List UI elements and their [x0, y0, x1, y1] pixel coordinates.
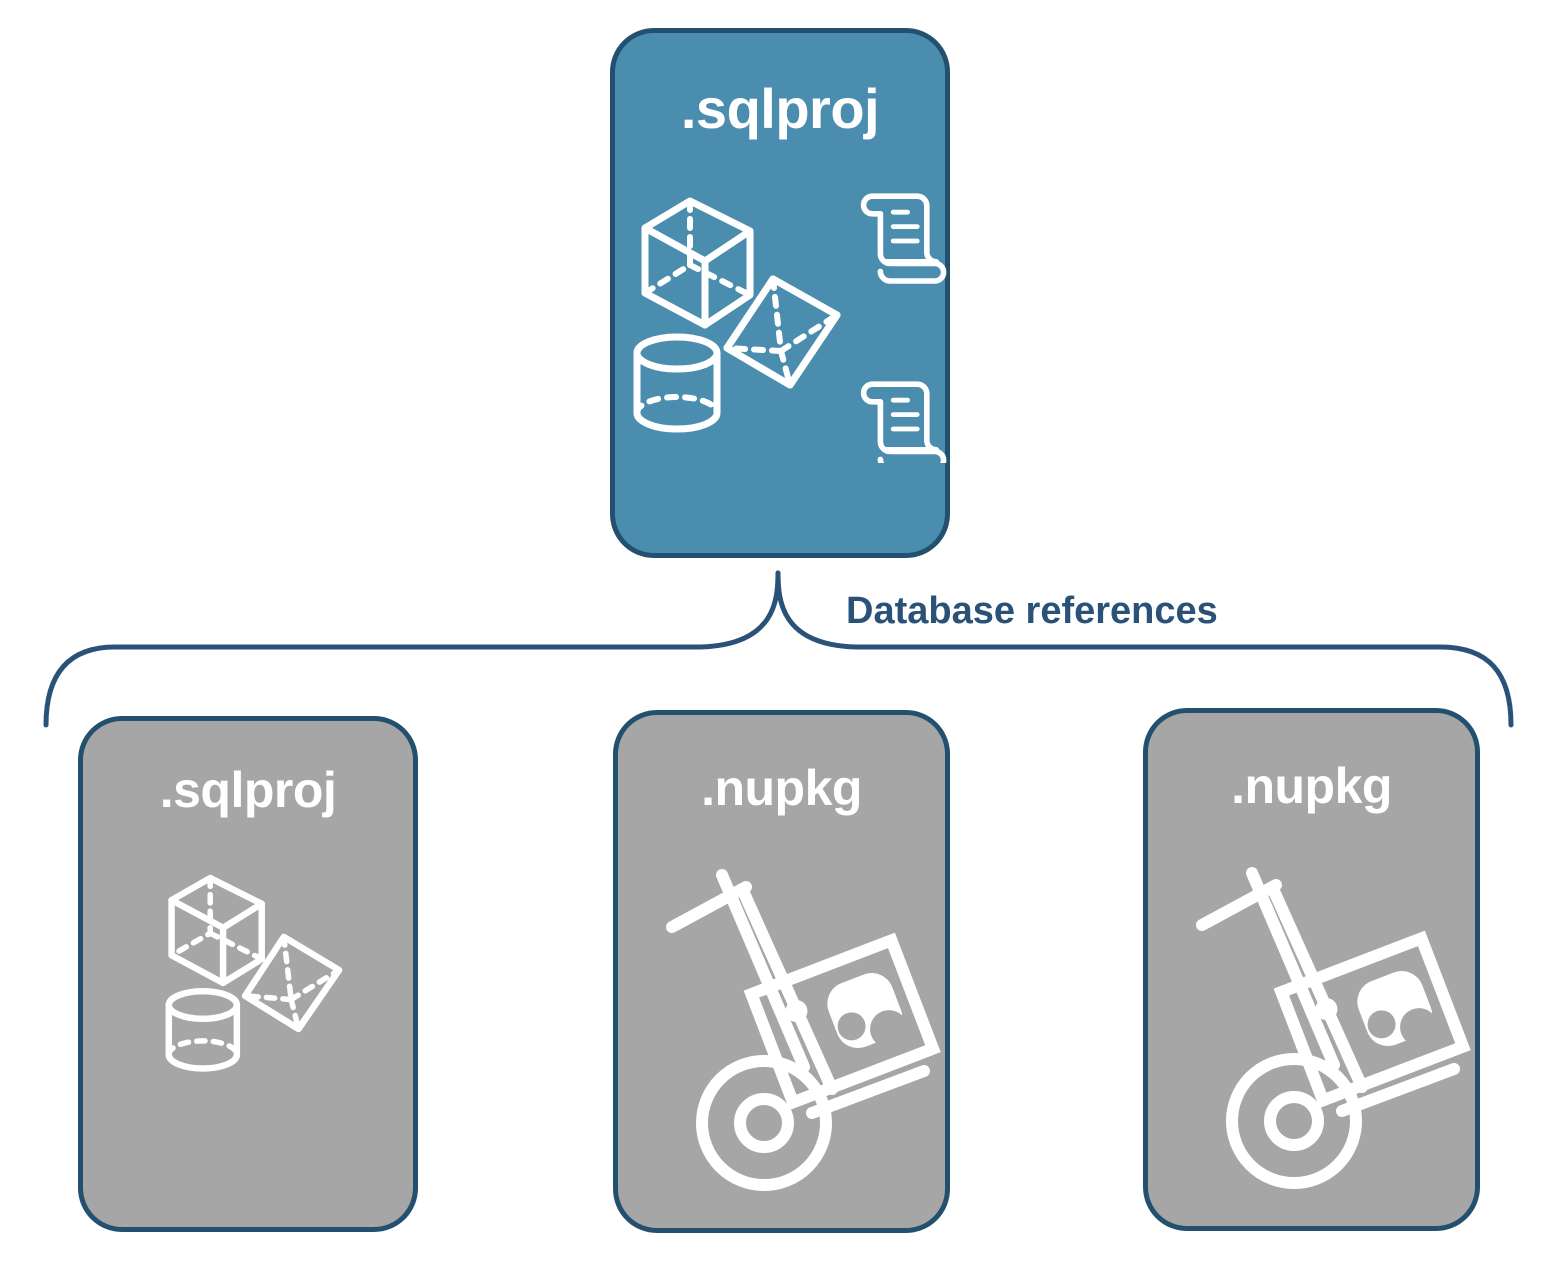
child-node-artwork: [1148, 853, 1475, 1193]
cube-wireframe-icon: [168, 874, 265, 987]
hand-truck-package-icon: [1196, 867, 1471, 1189]
child-node-nupkg-1[interactable]: .nupkg: [613, 710, 950, 1233]
child-node-label: .sqlproj: [159, 762, 337, 818]
child-node-sqlproj[interactable]: .sqlproj: [78, 716, 418, 1232]
cylinder-wireframe-icon: [165, 987, 241, 1072]
script-scroll-icon: [860, 193, 947, 284]
hand-truck-package-icon: [666, 869, 941, 1191]
child-node-label: .nupkg: [1231, 758, 1392, 814]
parent-node-label: .sqlproj: [680, 77, 880, 140]
script-scroll-icon: [860, 381, 947, 472]
child-node-nupkg-2[interactable]: .nupkg: [1143, 708, 1480, 1231]
parent-node-sqlproj[interactable]: .sqlproj: [610, 28, 950, 558]
child-node-artwork: [618, 855, 945, 1195]
pyramid-wireframe-icon: [241, 933, 343, 1033]
pyramid-wireframe-icon: [723, 275, 841, 389]
child-node-label: .nupkg: [701, 760, 862, 816]
cylinder-wireframe-icon: [633, 333, 721, 433]
cube-wireframe-icon: [641, 197, 754, 329]
parent-node-artwork: [615, 173, 947, 472]
brace-label-database-references: Database references: [846, 590, 1218, 632]
child-node-artwork: [83, 861, 413, 1091]
